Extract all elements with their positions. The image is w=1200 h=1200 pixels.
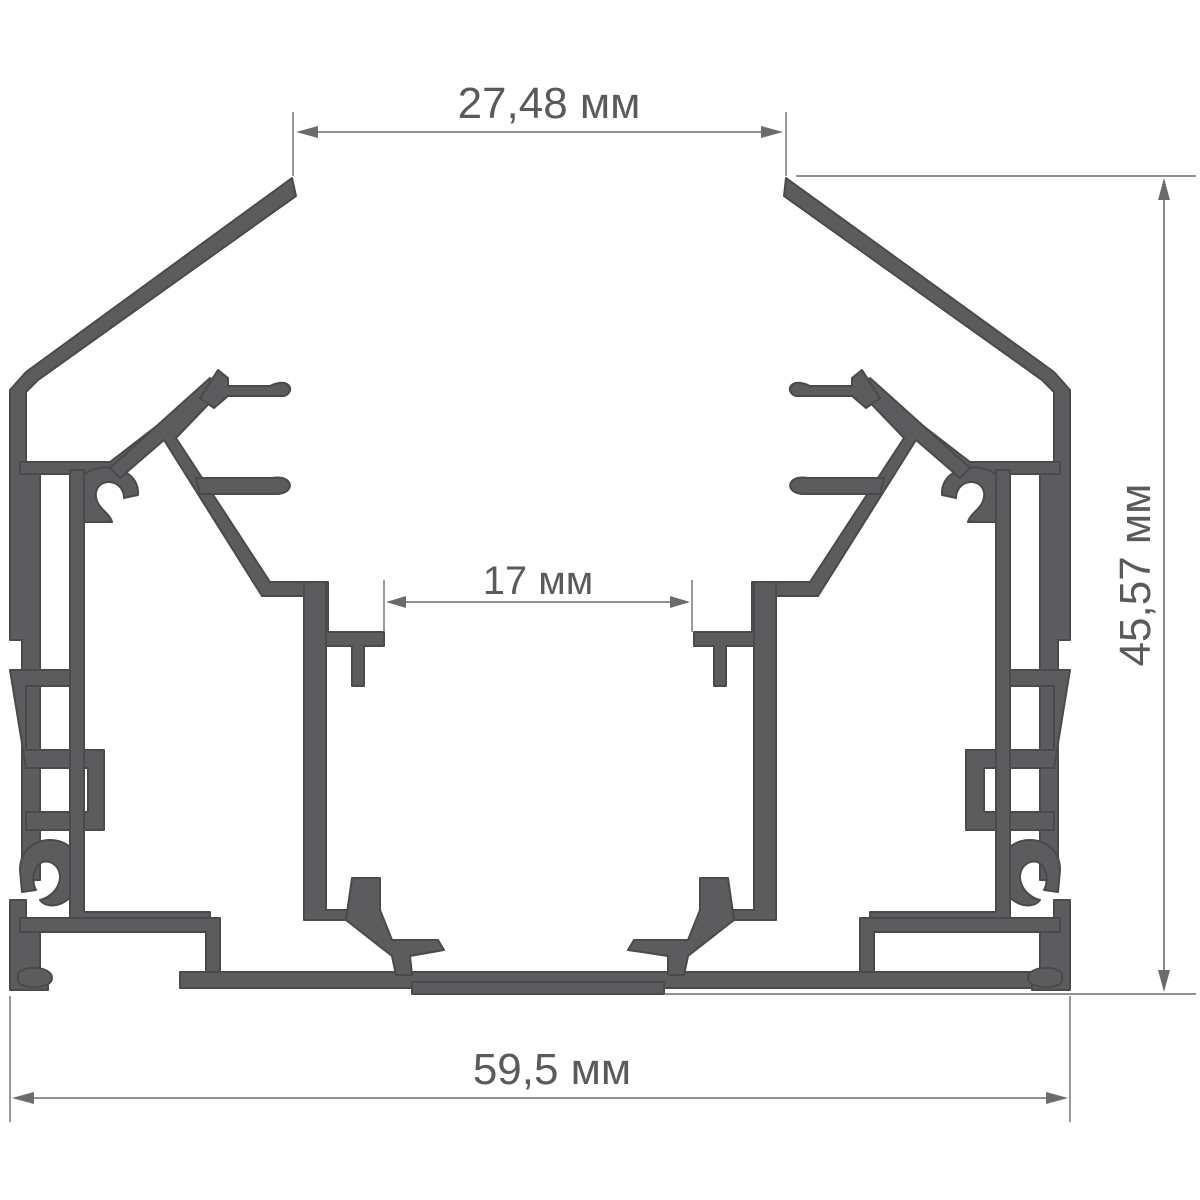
right-middle-fin [789,476,885,495]
left-top-tab [325,631,385,687]
right-foot [859,917,1061,973]
arrow-right [1046,1092,1068,1104]
left-screw-boss-upper [79,466,140,523]
dimension-height: 45,57 мм [664,175,1196,995]
arrow-right [761,126,783,138]
right-top-tab [693,631,755,687]
dimension-label-inner: 17 мм [483,559,594,603]
arrow-right [670,596,690,608]
right-screw-boss-upper [940,466,1001,523]
dimension-inner-channel: 17 мм [383,559,693,632]
arrow-left [386,596,406,608]
left-foot-tip [17,966,53,989]
aluminium-profile [9,177,1071,995]
left-outer-wall [9,177,297,881]
dimension-width: 59,5 мм [9,996,1071,1122]
left-foot [19,917,221,973]
dimension-label-height: 45,57 мм [1111,484,1160,667]
arrow-top [1158,178,1170,200]
right-upper-fin [788,369,881,409]
dimension-label-width: 59,5 мм [473,1045,631,1094]
right-diagonal-arm [751,377,971,641]
left-upper-fin [199,369,292,409]
left-diagonal-arm [109,377,329,641]
arrow-bottom [1158,970,1170,992]
left-middle-fin [195,476,291,495]
right-outer-wall [783,177,1071,881]
dimension-top-opening: 27,48 мм [292,79,787,176]
right-bottom-tab [627,877,735,976]
left-bottom-tab [345,877,445,976]
left-inner-wall [69,469,211,919]
arrow-left [296,126,318,138]
right-inner-wall [869,469,1011,919]
dimension-label-top: 27,48 мм [458,79,641,128]
base-center-strip [411,981,665,995]
arrow-left [12,1092,34,1104]
right-screw-boss-lower [999,839,1061,907]
right-foot-tip [1027,966,1063,989]
left-screw-boss-lower [19,839,81,907]
